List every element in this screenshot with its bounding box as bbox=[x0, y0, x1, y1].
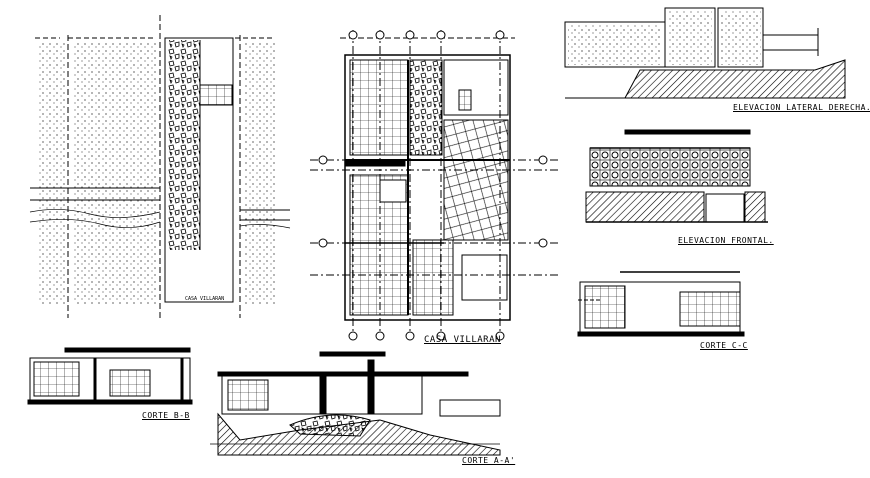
section-aa bbox=[210, 351, 501, 456]
section-aa-title: CORTE A-A' bbox=[462, 456, 516, 465]
elevation-right bbox=[564, 7, 846, 99]
section-cc-title: CORTE C-C bbox=[700, 341, 748, 350]
section-bb-title: CORTE B-B bbox=[142, 411, 190, 420]
elevation-right-title: ELEVACION LATERAL DERECHA. bbox=[733, 103, 870, 112]
site-plan-label: CASA VILLARAN bbox=[185, 296, 225, 302]
elevation-front bbox=[585, 129, 768, 223]
floor-plan bbox=[310, 30, 560, 341]
elevation-front-title: ELEVACION FRONTAL. bbox=[678, 236, 774, 245]
section-bb bbox=[27, 347, 193, 405]
site-plan bbox=[29, 15, 291, 318]
floor-plan-title: CASA VILLARAN bbox=[424, 335, 501, 345]
section-cc bbox=[577, 271, 745, 337]
